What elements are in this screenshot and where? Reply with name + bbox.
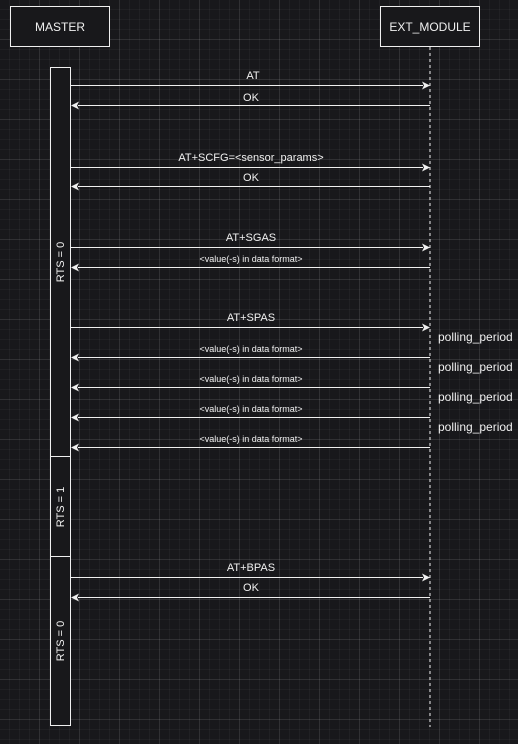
- message-label: AT+BPAS: [226, 562, 276, 574]
- message-arrowhead: [71, 353, 79, 362]
- message-label: OK: [243, 172, 259, 184]
- message-label: OK: [243, 92, 259, 104]
- message-arrowhead: [71, 182, 79, 191]
- message-arrowhead: [422, 243, 430, 252]
- message-label: <value(-s) in data format>: [199, 374, 303, 384]
- message-arrowhead: [71, 443, 79, 452]
- master-actor-box[interactable]: MASTER: [10, 6, 110, 47]
- message-arrowhead: [71, 593, 79, 602]
- message-arrowhead: [422, 163, 430, 172]
- polling-period-note: polling_period: [438, 330, 513, 344]
- message-label: <value(-s) in data format>: [199, 434, 303, 444]
- activation-label: RTS = 0: [54, 241, 67, 283]
- message-arrows: [71, 81, 430, 602]
- message-label: <value(-s) in data format>: [199, 404, 303, 414]
- master-actor-label: MASTER: [34, 19, 85, 34]
- message-arrowhead: [71, 101, 79, 110]
- polling-period-note: polling_period: [438, 360, 513, 374]
- message-arrowhead: [71, 383, 79, 392]
- ext-module-actor-label: EXT_MODULE: [389, 19, 471, 34]
- message-label: <value(-s) in data format>: [199, 254, 303, 264]
- message-label: AT: [246, 70, 260, 82]
- message-arrowhead: [71, 413, 79, 422]
- message-label: AT+SGAS: [225, 232, 277, 244]
- activation-rts-0-first[interactable]: RTS = 0: [50, 67, 71, 457]
- polling-period-note: polling_period: [438, 390, 513, 404]
- message-label: <value(-s) in data format>: [199, 344, 303, 354]
- message-label: AT+SCFG=<sensor_params>: [178, 152, 324, 164]
- activation-rts-0-second[interactable]: RTS = 0: [50, 556, 71, 726]
- activation-label: RTS = 1: [54, 486, 67, 527]
- message-arrowhead: [422, 573, 430, 582]
- message-arrowhead: [422, 81, 430, 90]
- message-label: AT+SPAS: [226, 312, 276, 324]
- polling-period-note: polling_period: [438, 420, 513, 434]
- message-arrowhead: [71, 263, 79, 272]
- activation-label: RTS = 0: [54, 620, 67, 662]
- ext-module-actor-box[interactable]: EXT_MODULE: [380, 6, 480, 47]
- message-label: OK: [243, 582, 259, 594]
- activation-rts-1[interactable]: RTS = 1: [50, 456, 71, 557]
- message-arrowhead: [422, 323, 430, 332]
